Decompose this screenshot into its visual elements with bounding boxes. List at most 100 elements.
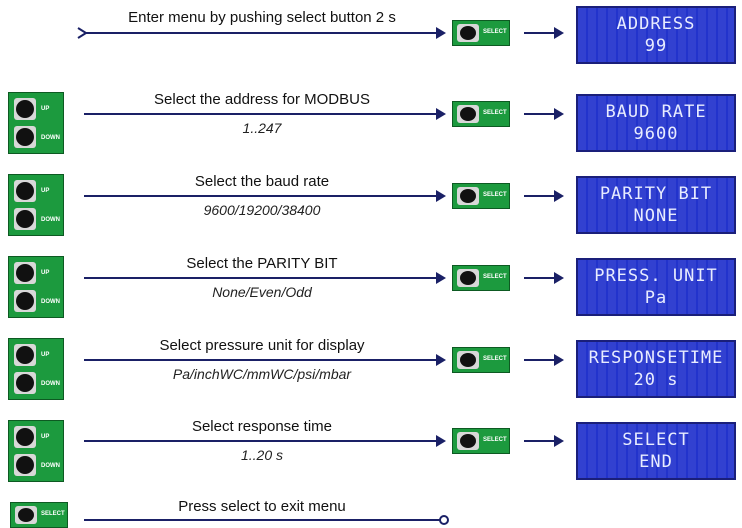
result-arrow-head — [554, 435, 564, 447]
down-button[interactable] — [14, 208, 36, 230]
lcd-line-2: END — [639, 452, 673, 472]
select-button[interactable]: SELECT — [452, 101, 510, 127]
select-button-label: SELECT — [41, 511, 65, 517]
up-button[interactable] — [14, 262, 36, 284]
result-line — [524, 440, 554, 442]
select-button[interactable]: SELECT — [10, 502, 68, 528]
down-label: DOWN — [41, 135, 60, 141]
button-knob — [457, 351, 479, 369]
up-label: UP — [41, 106, 50, 112]
step-baud-rate: UP DOWN Select the baud rate 9600/19200/… — [0, 162, 742, 238]
result-arrow-head — [554, 354, 564, 366]
result-line — [524, 359, 554, 361]
exit-label: Press select to exit menu — [178, 498, 346, 515]
step-address: UP DOWN Select the address for MODBUS 1.… — [0, 80, 742, 156]
down-button[interactable] — [14, 126, 36, 148]
select-button[interactable]: SELECT — [452, 428, 510, 454]
result-arrow-head — [554, 272, 564, 284]
result-line — [524, 32, 554, 34]
lcd-line-2: 20 s — [633, 370, 679, 390]
up-label: UP — [41, 434, 50, 440]
arrow-head — [436, 354, 446, 366]
down-label: DOWN — [41, 299, 60, 305]
lcd-display: PRESS. UNIT Pa — [576, 258, 736, 316]
button-knob — [457, 105, 479, 123]
lcd-line-2: 9600 — [633, 124, 679, 144]
button-knob — [15, 506, 37, 524]
lcd-line-2: NONE — [633, 206, 679, 226]
up-button[interactable] — [14, 98, 36, 120]
result-arrow-head — [554, 108, 564, 120]
result-arrow-head — [554, 190, 564, 202]
button-knob — [457, 432, 479, 450]
step-parity-bit: UP DOWN Select the PARITY BIT None/Even/… — [0, 244, 742, 320]
result-line — [524, 195, 554, 197]
flow-line — [84, 519, 440, 521]
flow-line — [84, 195, 436, 197]
up-down-buttons[interactable]: UP DOWN — [8, 174, 64, 236]
step-label: Enter menu by pushing select button 2 s — [128, 9, 396, 26]
select-button-label: SELECT — [483, 192, 507, 198]
up-button[interactable] — [14, 180, 36, 202]
up-label: UP — [41, 270, 50, 276]
flow-line — [84, 277, 436, 279]
step-range: Pa/inchWC/mmWC/psi/mbar — [172, 366, 352, 382]
button-knob — [457, 187, 479, 205]
up-label: UP — [41, 352, 50, 358]
select-button[interactable]: SELECT — [452, 265, 510, 291]
down-label: DOWN — [41, 217, 60, 223]
step-range: 1..20 s — [240, 447, 284, 463]
arrow-head — [436, 27, 446, 39]
arrow-head — [436, 435, 446, 447]
step-label: Select the baud rate — [194, 173, 330, 190]
select-button[interactable]: SELECT — [452, 183, 510, 209]
up-down-buttons[interactable]: UP DOWN — [8, 92, 64, 154]
step-response-time: UP DOWN Select response time 1..20 s SEL… — [0, 408, 742, 484]
button-knob — [457, 24, 479, 42]
end-circle-icon — [439, 515, 449, 525]
up-down-buttons[interactable]: UP DOWN — [8, 420, 64, 482]
lcd-line-1: RESPONSETIME — [588, 348, 724, 368]
step-pressure-unit: UP DOWN Select pressure unit for display… — [0, 326, 742, 402]
lcd-line-1: PARITY BIT — [599, 184, 713, 204]
step-label: Select pressure unit for display — [159, 337, 365, 354]
flow-line — [84, 440, 436, 442]
result-arrow-head — [554, 27, 564, 39]
up-button[interactable] — [14, 426, 36, 448]
flow-line — [84, 113, 436, 115]
lcd-display: SELECT END — [576, 422, 736, 480]
select-button-label: SELECT — [483, 437, 507, 443]
select-button[interactable]: SELECT — [452, 20, 510, 46]
lcd-line-2: 99 — [644, 36, 668, 56]
lcd-line-1: BAUD RATE — [605, 102, 707, 122]
step-label: Select the PARITY BIT — [186, 255, 338, 272]
arrow-head — [436, 272, 446, 284]
step-label: Select response time — [191, 418, 333, 435]
step-range: 9600/19200/38400 — [203, 202, 321, 218]
step-range: 1..247 — [242, 120, 282, 136]
up-button[interactable] — [14, 344, 36, 366]
lcd-display: PARITY BIT NONE — [576, 176, 736, 234]
arrow-head — [436, 190, 446, 202]
step-enter-menu: Enter menu by pushing select button 2 s … — [0, 0, 742, 76]
lcd-line-1: SELECT — [622, 430, 690, 450]
lcd-display: RESPONSETIME 20 s — [576, 340, 736, 398]
lcd-display: BAUD RATE 9600 — [576, 94, 736, 152]
select-button[interactable]: SELECT — [452, 347, 510, 373]
lcd-line-2: Pa — [644, 288, 668, 308]
step-exit-menu: SELECT Press select to exit menu — [0, 490, 742, 528]
down-button[interactable] — [14, 290, 36, 312]
up-down-buttons[interactable]: UP DOWN — [8, 256, 64, 318]
down-button[interactable] — [14, 454, 36, 476]
down-button[interactable] — [14, 372, 36, 394]
up-down-buttons[interactable]: UP DOWN — [8, 338, 64, 400]
lcd-line-1: PRESS. UNIT — [594, 266, 718, 286]
result-line — [524, 277, 554, 279]
flow-line — [84, 32, 436, 34]
select-button-label: SELECT — [483, 356, 507, 362]
down-label: DOWN — [41, 463, 60, 469]
up-label: UP — [41, 188, 50, 194]
down-label: DOWN — [41, 381, 60, 387]
result-line — [524, 113, 554, 115]
select-button-label: SELECT — [483, 29, 507, 35]
